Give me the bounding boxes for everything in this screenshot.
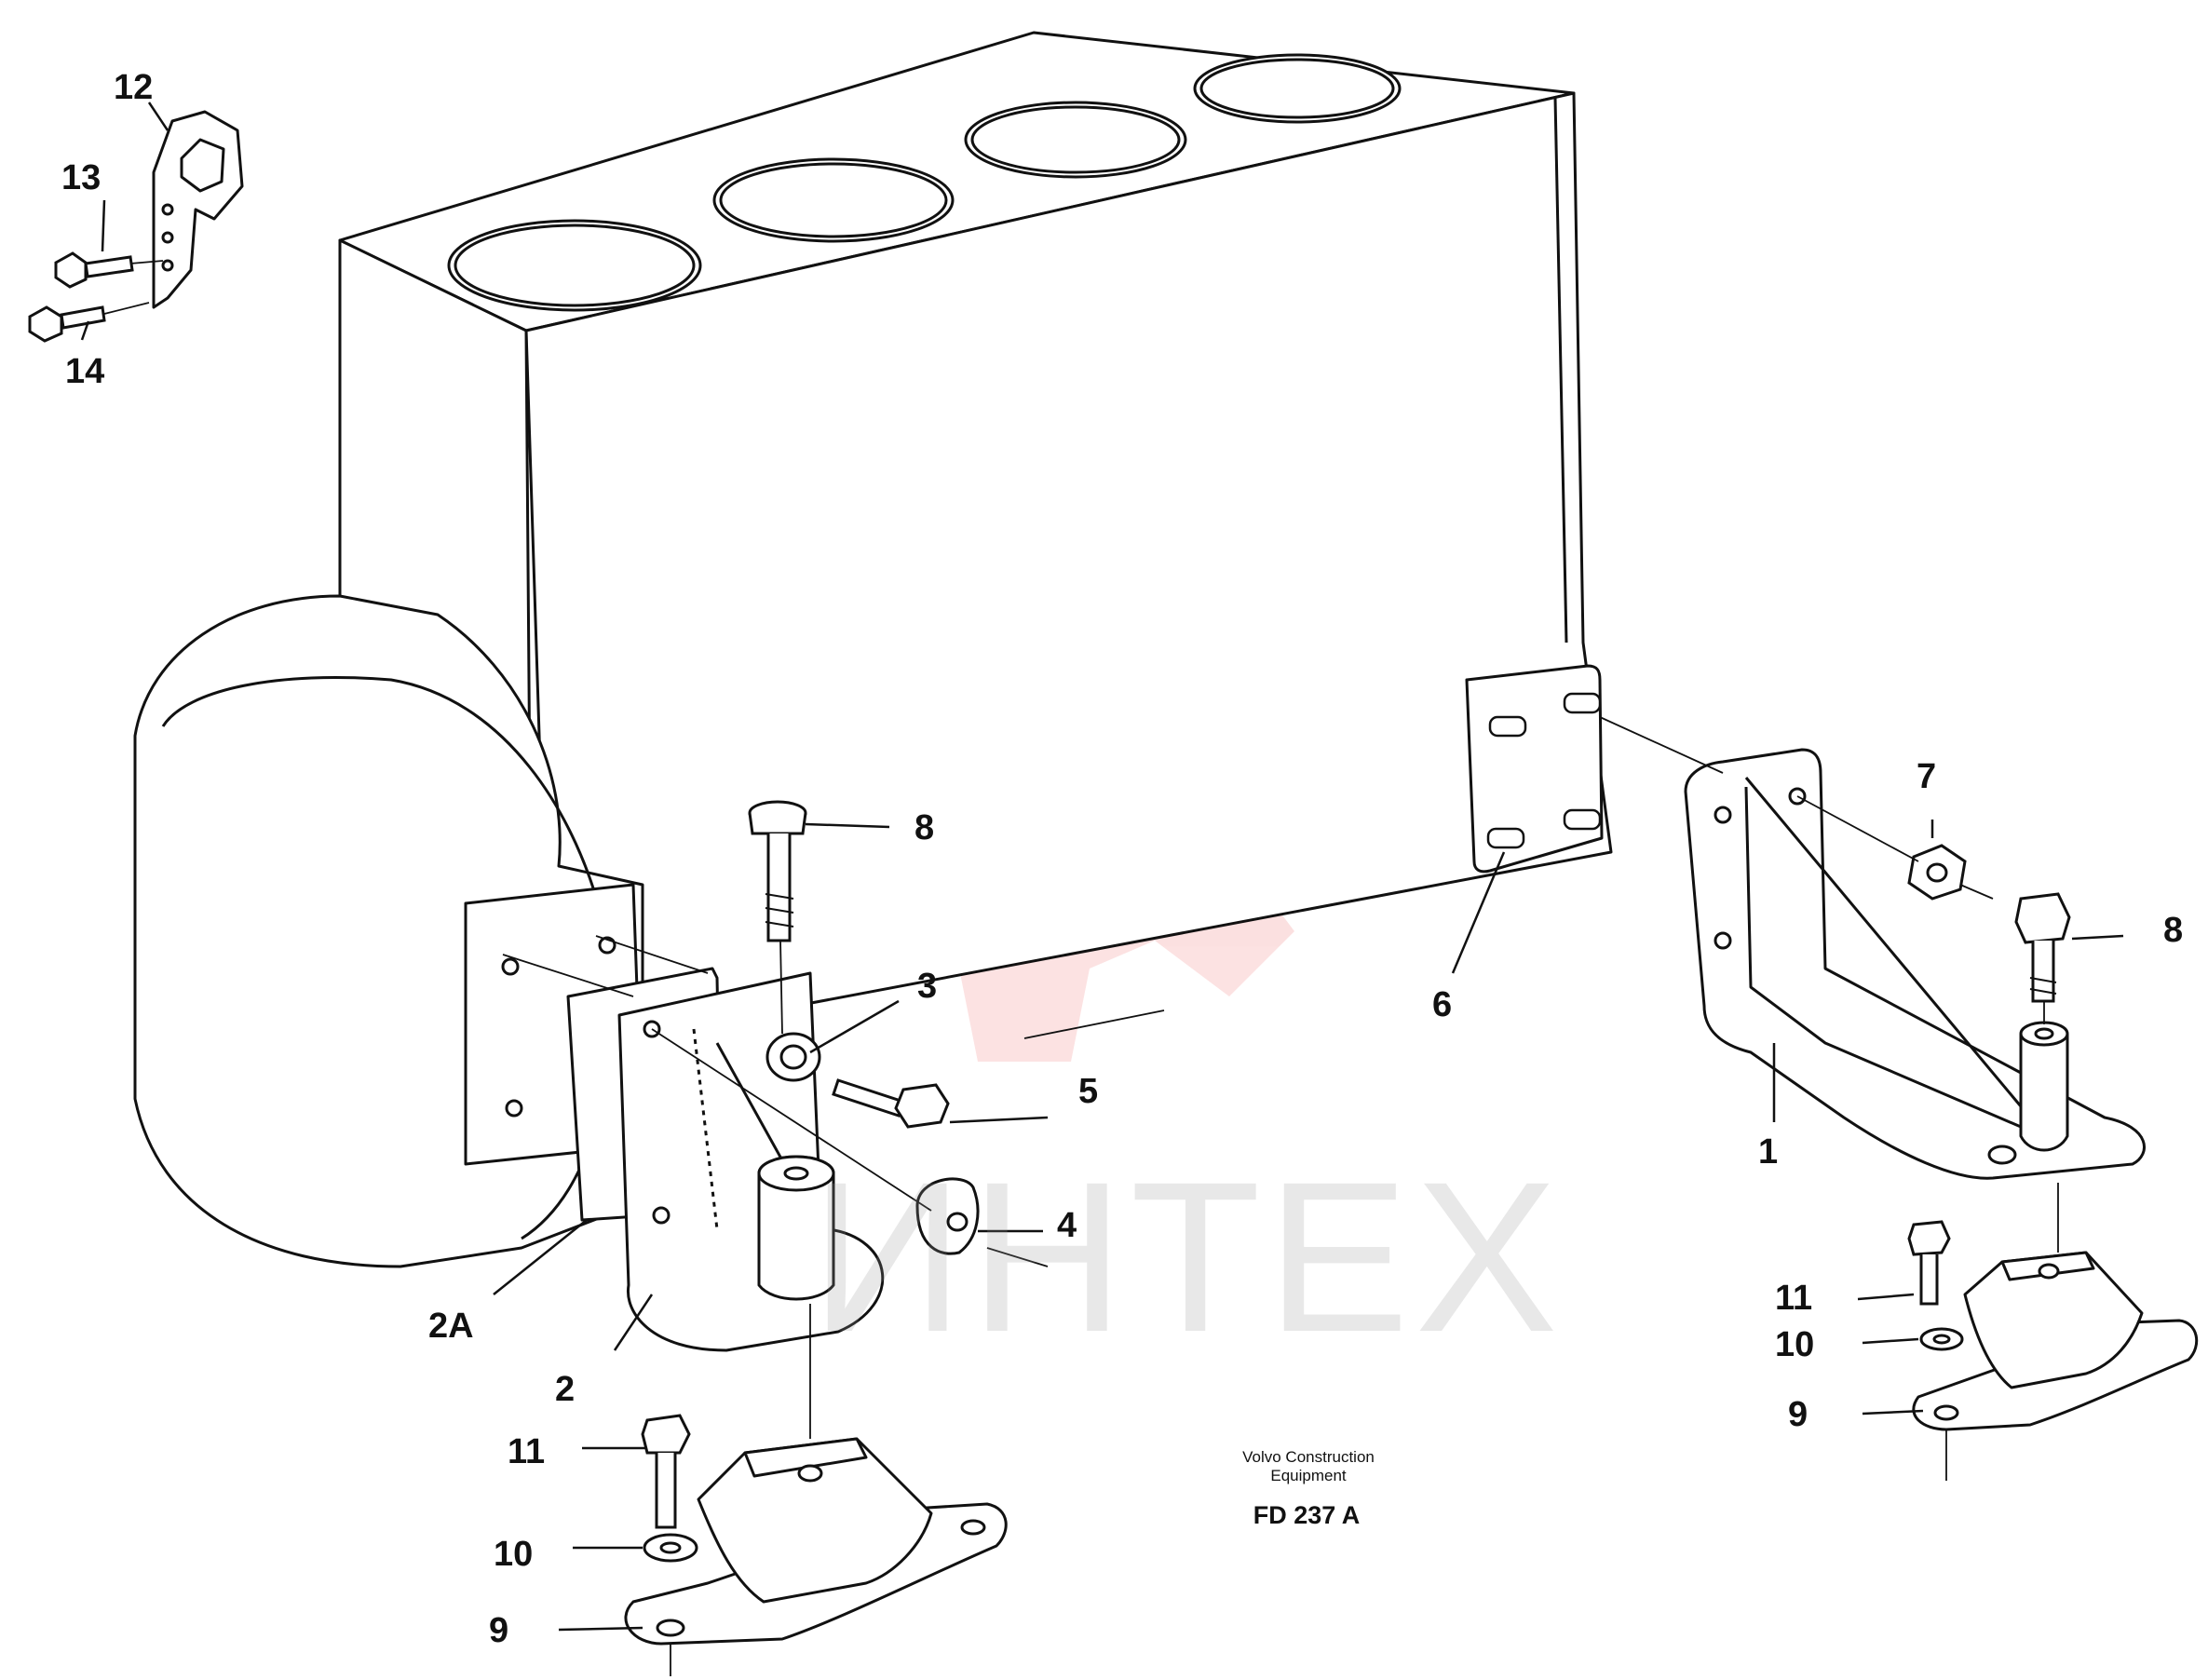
watermark-text: ИНТЕХ (810, 1137, 1564, 1376)
part-label-12: 12 (114, 68, 154, 107)
part-label-11-left: 11 (508, 1432, 546, 1471)
bracket-12 (152, 110, 244, 309)
washer-4 (915, 1177, 980, 1255)
part-label-14: 14 (65, 352, 105, 391)
part-label-11-right: 11 (1775, 1279, 1813, 1318)
part-label-2: 2 (555, 1370, 576, 1409)
rear-mount-bracket-1 (1684, 748, 2146, 1180)
bolt-8-left (748, 800, 807, 942)
part-label-10-left: 10 (494, 1535, 534, 1574)
bolt-11-right (1907, 1220, 1951, 1306)
bolt-5 (832, 1078, 950, 1129)
bolt-11-left (641, 1414, 691, 1529)
washer-10-right (1919, 1327, 1964, 1351)
assembly-center-lines (103, 260, 2059, 1676)
part-label-6: 6 (1432, 985, 1453, 1024)
part-label-4: 4 (1057, 1206, 1077, 1245)
caption-publisher: Volvo Construction Equipment (1211, 1448, 1406, 1484)
part-label-13: 13 (61, 158, 102, 197)
cylinder-bores (447, 53, 1402, 312)
rubber-mount-9-right (1912, 1251, 2199, 1431)
part-label-8-left: 8 (914, 808, 935, 847)
rubber-mount-9-left (624, 1437, 1008, 1646)
caption-line-2: Equipment (1270, 1466, 1347, 1484)
side-mount-plate-6 (1465, 664, 1604, 874)
bolt-8-right (2014, 892, 2071, 1003)
front-mount-bracket-2 (566, 967, 885, 1352)
part-label-9-left: 9 (489, 1611, 509, 1650)
part-label-2A: 2A (428, 1307, 474, 1346)
caption-line-1: Volvo Construction (1242, 1448, 1375, 1466)
part-label-8-right: 8 (2163, 911, 2184, 950)
figure-code: FD 237 A (1253, 1501, 1361, 1529)
part-label-7: 7 (1917, 757, 1937, 796)
part-label-5: 5 (1078, 1072, 1099, 1111)
nut-7 (1907, 844, 1967, 901)
leader-lines (80, 102, 2124, 1632)
bolt-13 (54, 251, 134, 289)
bolt-14 (28, 305, 106, 343)
part-label-9-right: 9 (1788, 1395, 1808, 1434)
washer-10-left (643, 1533, 698, 1563)
part-label-3: 3 (917, 967, 938, 1006)
part-label-10-right: 10 (1775, 1325, 1815, 1364)
part-label-1: 1 (1758, 1132, 1779, 1172)
spacer-3 (765, 1032, 821, 1082)
